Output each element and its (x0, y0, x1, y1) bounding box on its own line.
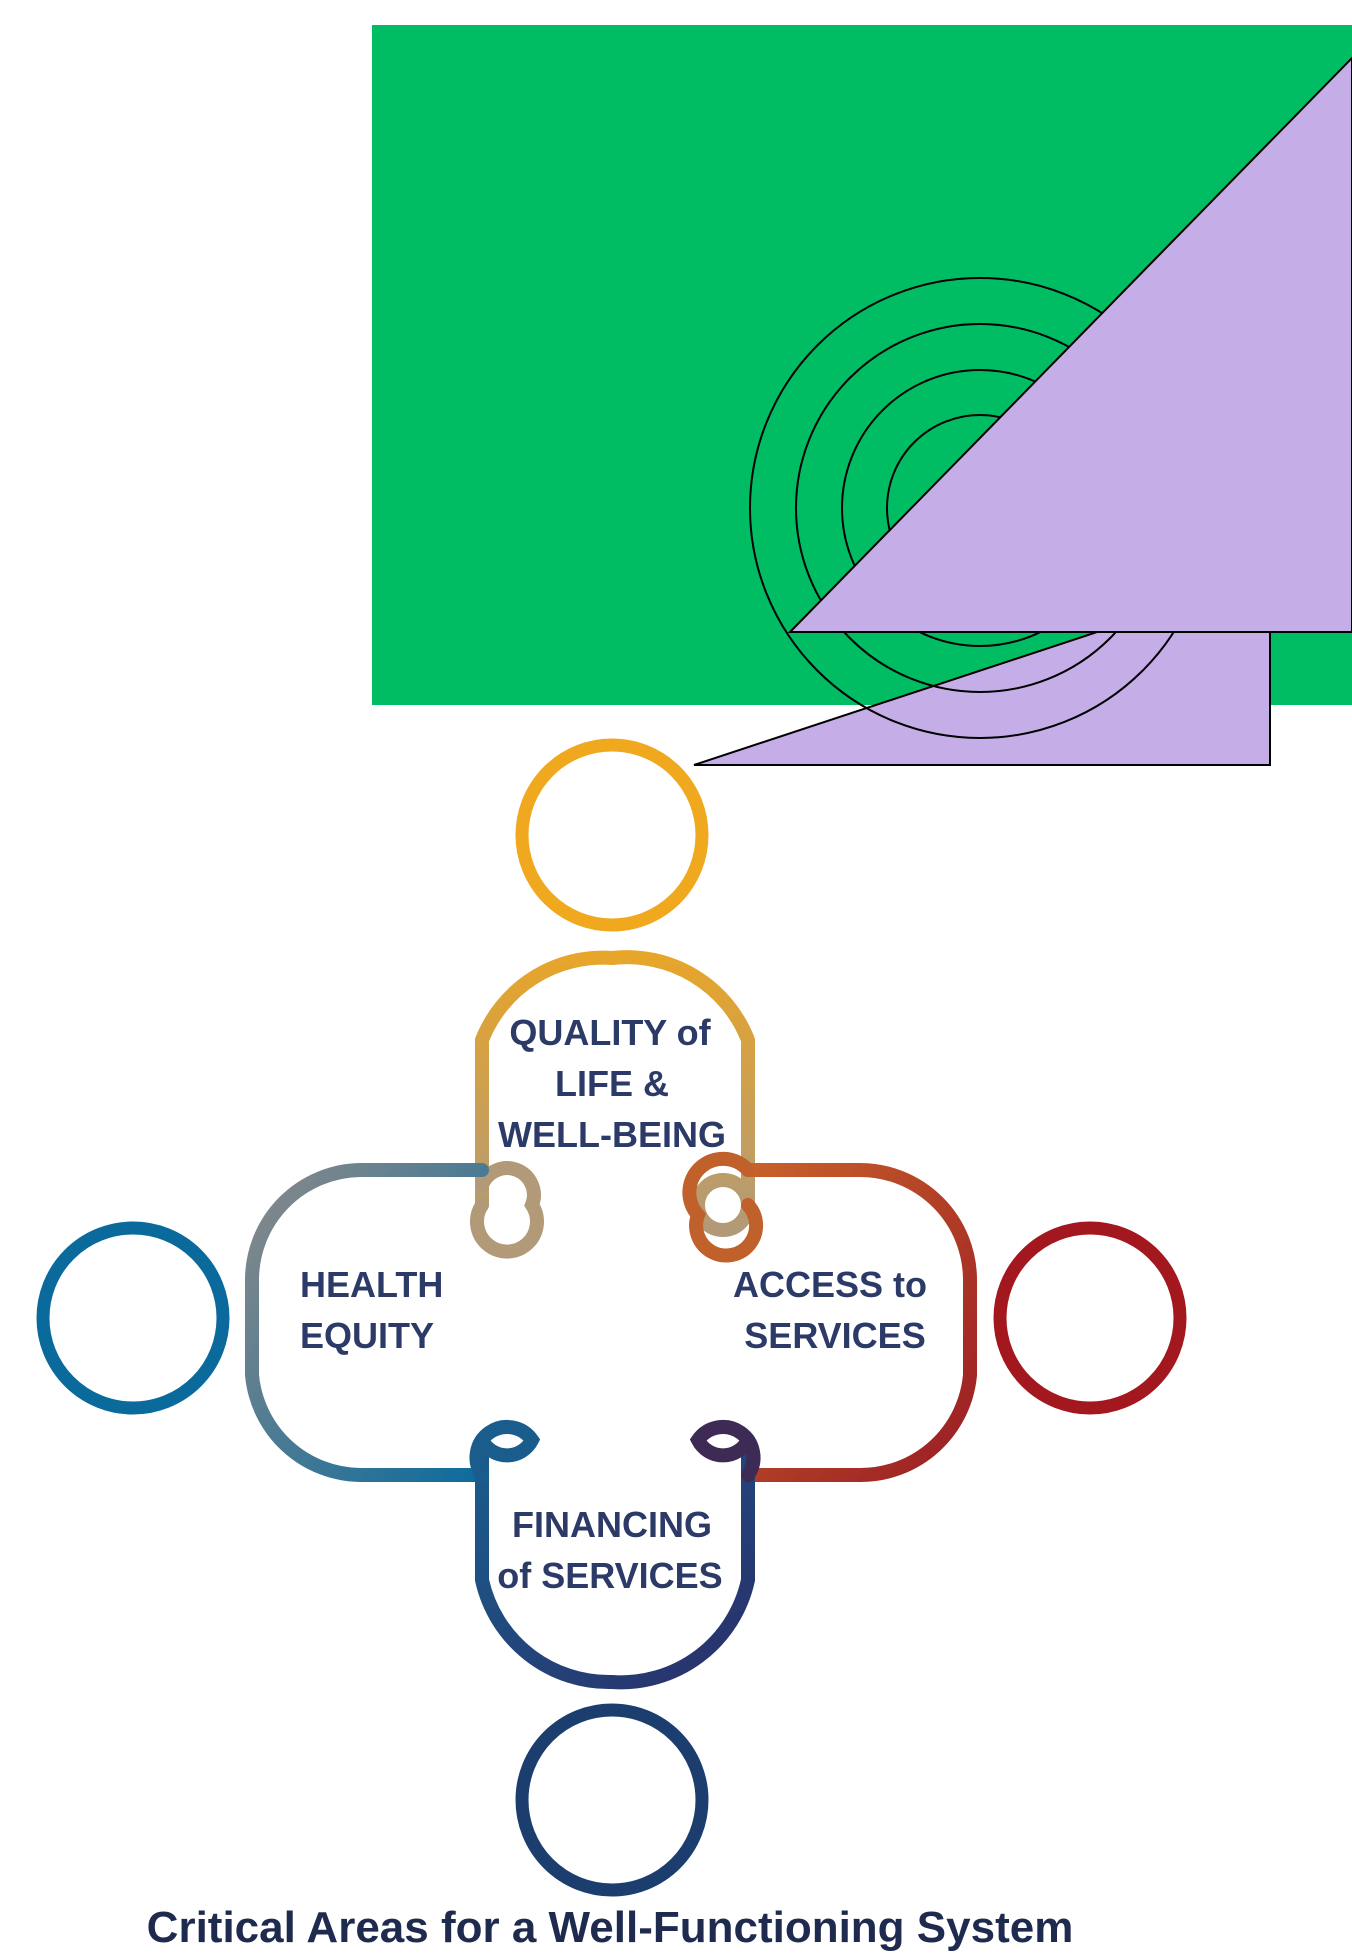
access-label-line2: SERVICES (744, 1315, 925, 1356)
access-head-ring (993, 1221, 1187, 1415)
equity-head-ring (36, 1221, 230, 1415)
equity-body-loop (245, 1163, 489, 1482)
financing-label-line2: of SERVICES (497, 1555, 722, 1596)
access-label-line1: ACCESS to (733, 1264, 927, 1305)
quality-label-line1: QUALITY of (509, 1012, 711, 1053)
quality-head-ring (515, 738, 709, 932)
access-figure (682, 1151, 1187, 1483)
financing-label-line1: FINANCING (512, 1504, 712, 1545)
access-hook (682, 1151, 764, 1263)
quality-label: QUALITY of LIFE & WELL-BEING (498, 1012, 726, 1155)
access-body-loop (741, 1163, 977, 1483)
financing-figure (469, 1420, 761, 1897)
lavender-upper-triangle (787, 56, 1352, 633)
equity-figure (36, 1163, 489, 1482)
financing-head-ring (515, 1703, 709, 1897)
overlay-shapes (372, 25, 1352, 766)
quality-label-line2: LIFE & (555, 1063, 669, 1104)
financing-label: FINANCING of SERVICES (497, 1504, 722, 1596)
access-label: ACCESS to SERVICES (733, 1264, 927, 1356)
financing-body-loop (475, 1433, 755, 1690)
financing-left-hook (469, 1420, 541, 1482)
quality-label-line3: WELL-BEING (498, 1114, 726, 1155)
equity-label-line1: HEALTH (300, 1264, 443, 1305)
quality-figure (470, 738, 755, 1259)
equity-label: HEALTH EQUITY (300, 1264, 443, 1356)
equity-label-line2: EQUITY (300, 1315, 434, 1356)
diagram-caption: Critical Areas for a Well-Functioning Sy… (147, 1903, 1074, 1952)
quality-left-hook (470, 1161, 544, 1259)
financing-right-hook (689, 1420, 761, 1482)
